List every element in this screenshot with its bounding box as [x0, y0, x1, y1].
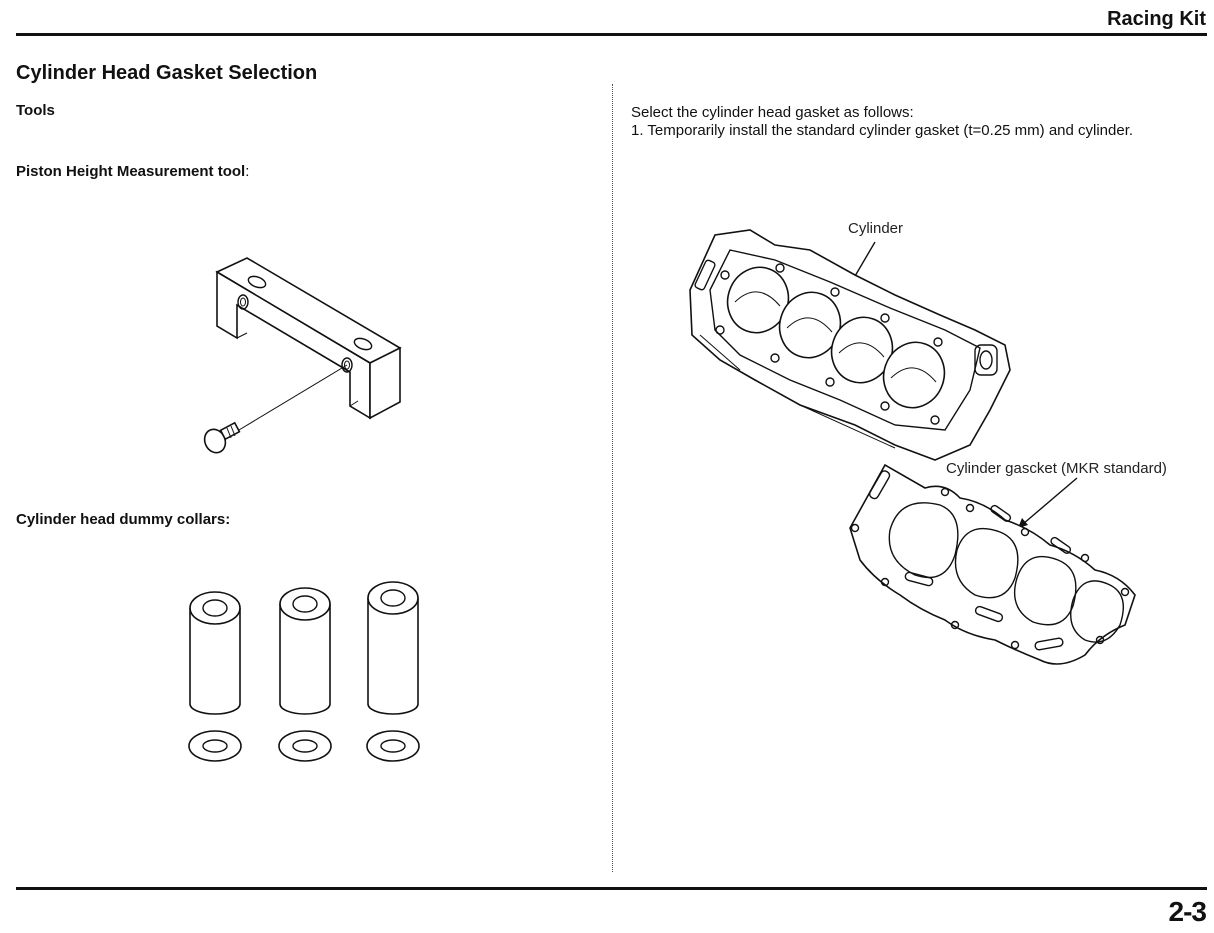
cylinder-block-illustration: [689, 229, 1011, 461]
header-title: Racing Kit: [1107, 8, 1206, 30]
piston-tool-label: Piston Height Measurement tool:: [16, 163, 249, 180]
header-rule: [16, 33, 1207, 36]
instructions: Select the cylinder head gasket as follo…: [631, 104, 1133, 140]
collar-1: [188, 591, 242, 762]
intro-line: Select the cylinder head gasket as follo…: [631, 104, 914, 121]
callout-gasket: Cylinder gascket (MKR standard): [946, 460, 1167, 477]
dummy-collars-illustration: [188, 581, 420, 762]
tools-label: Tools: [16, 102, 55, 119]
callout-cylinder: Cylinder: [848, 220, 904, 237]
column-divider: [612, 84, 613, 872]
collar-3: [366, 581, 420, 762]
collar-2: [278, 587, 332, 762]
footer-rule: [16, 887, 1207, 890]
piston-tool-label-colon: :: [245, 163, 250, 180]
page-number: 2-3: [1168, 896, 1207, 927]
cylinder-gasket-illustration: [849, 463, 1136, 665]
section-title: Cylinder Head Gasket Selection: [16, 62, 318, 84]
piston-height-tool-illustration: [203, 257, 402, 454]
collars-label: Cylinder head dummy collars:: [16, 511, 231, 528]
piston-tool-label-text: Piston Height Measurement tool: [16, 163, 246, 180]
step-1: 1. Temporarily install the standard cyli…: [631, 122, 1134, 139]
